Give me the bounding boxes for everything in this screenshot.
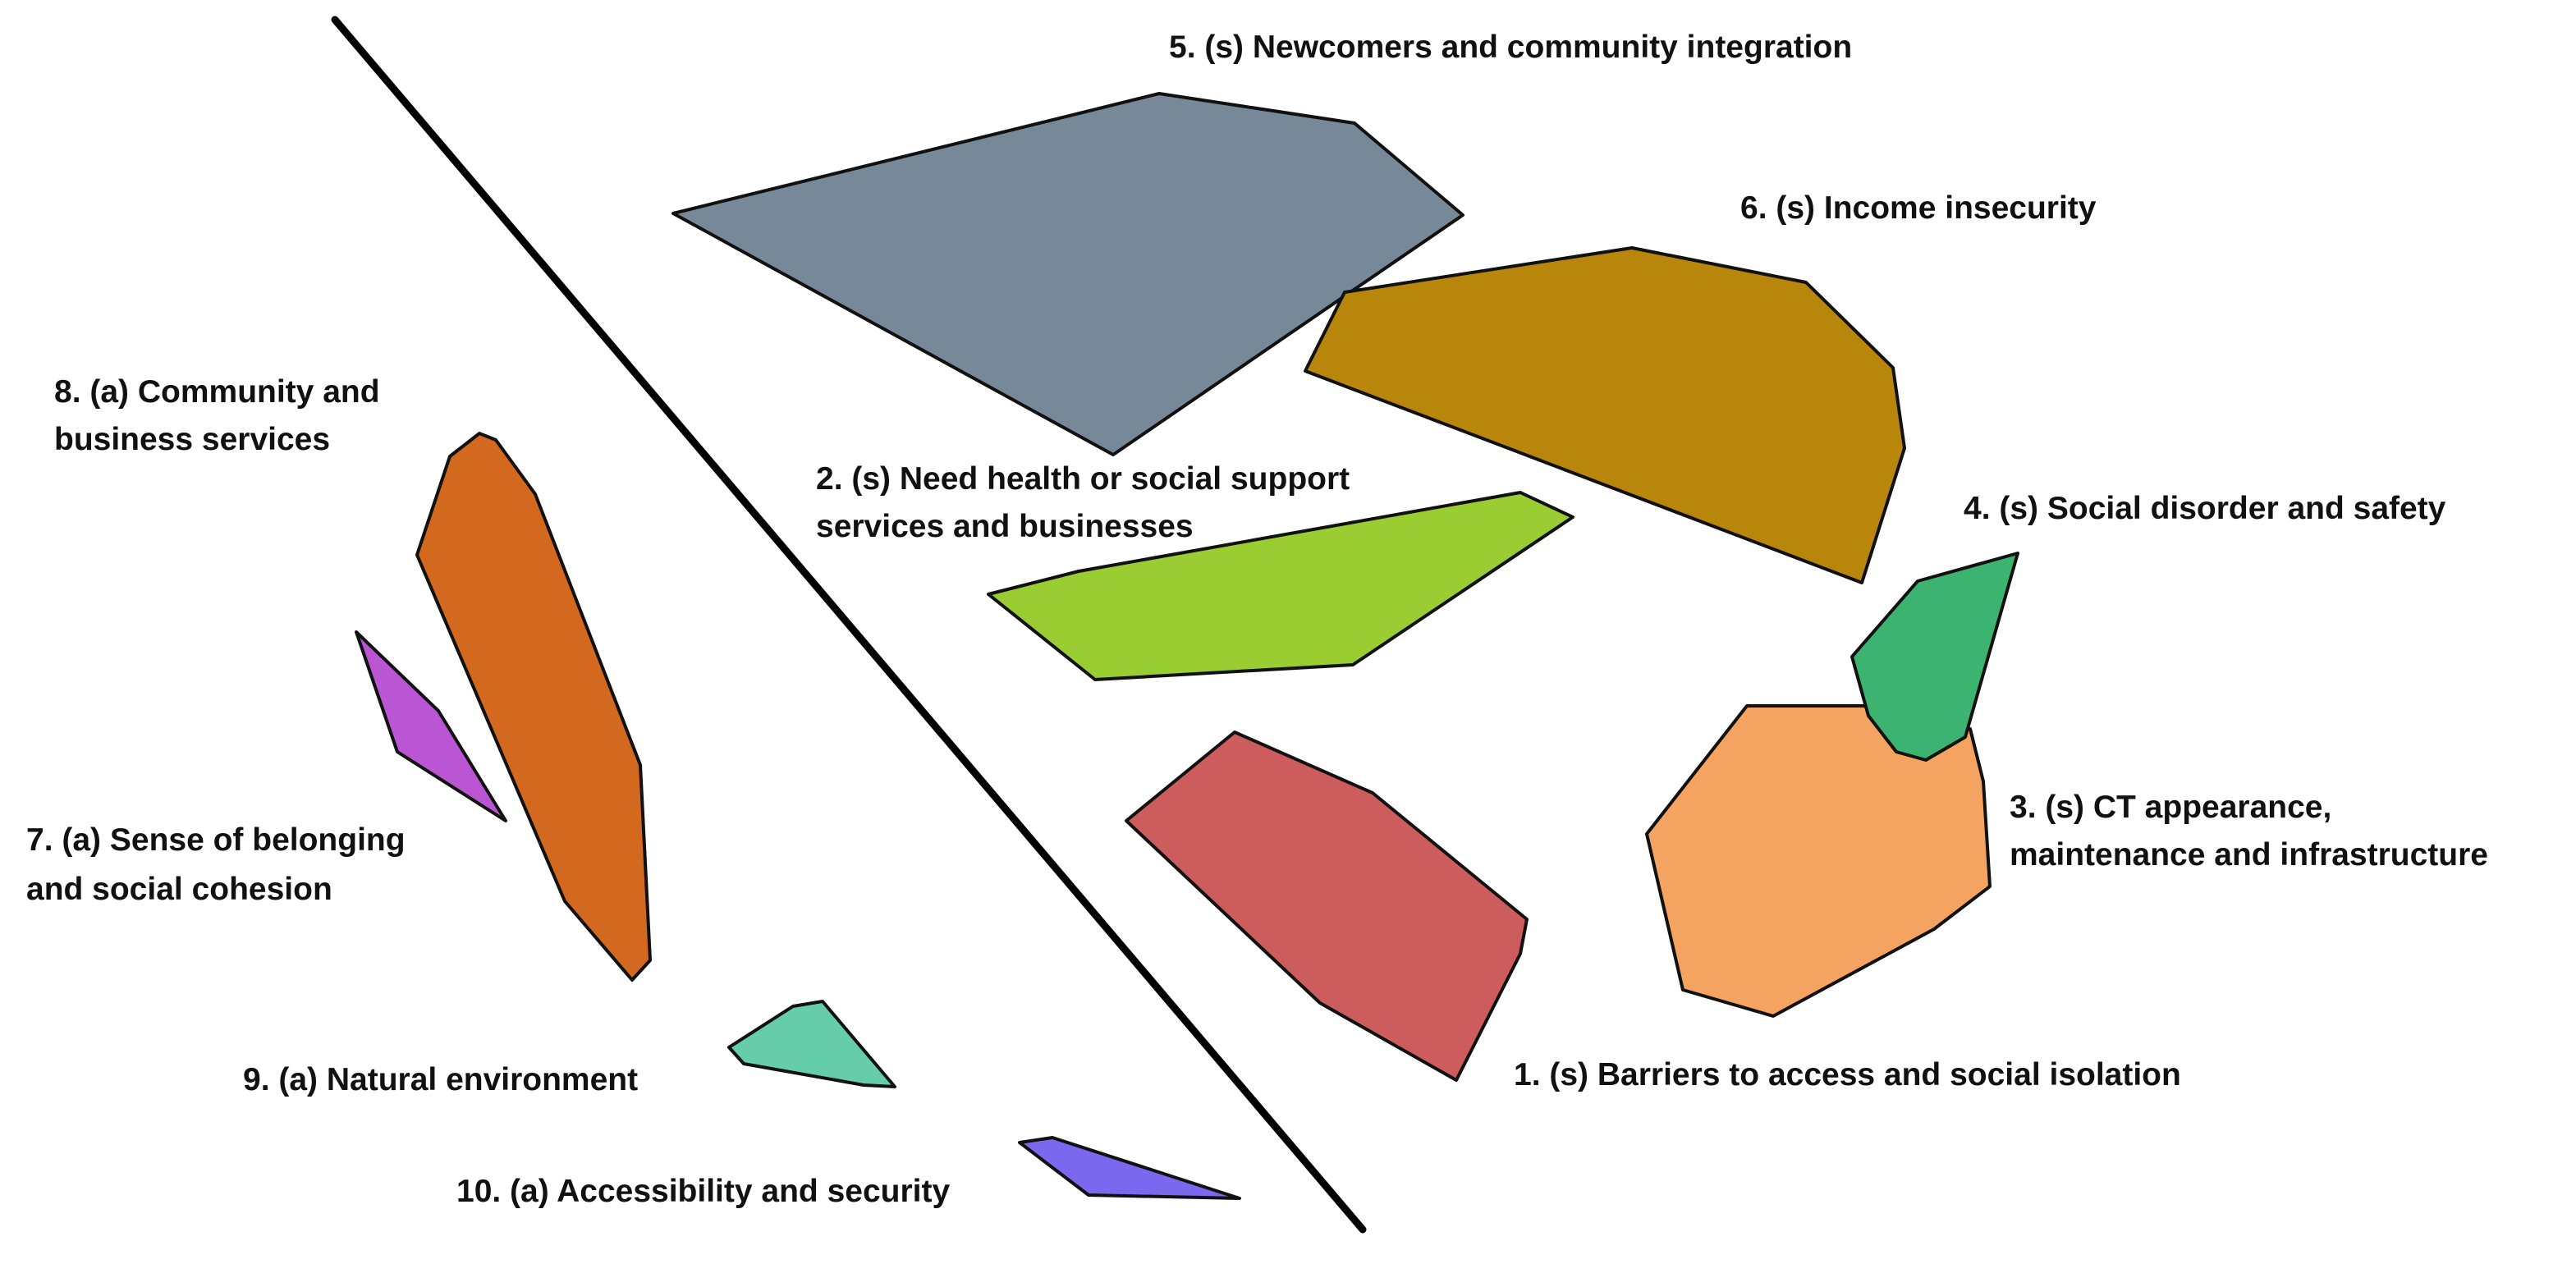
- cluster-3-shape[interactable]: [1645, 704, 1992, 1018]
- cluster-3-label-line-1: 3. (s) CT appearance,: [2010, 790, 2331, 825]
- cluster-2-label-line-1: 2. (s) Need health or social support: [816, 461, 1350, 497]
- cluster-5-shape[interactable]: [672, 92, 1464, 456]
- cluster-9-label-line: 9. (a) Natural environment: [243, 1062, 638, 1097]
- cluster-10-shape[interactable]: [1018, 1136, 1241, 1200]
- cluster-9-label: 9. (a) Natural environment: [243, 1062, 638, 1097]
- cluster-10-label: 10. (a) Accessibility and security: [456, 1174, 950, 1209]
- cluster-4-label: 4. (s) Social disorder and safety: [1964, 491, 2446, 526]
- cluster-5-label: 5. (s) Newcomers and community integrati…: [1169, 30, 1852, 65]
- cluster-3-label: 3. (s) CT appearance, maintenance and in…: [2010, 790, 2488, 872]
- cluster-7-label-line-1: 7. (a) Sense of belonging: [26, 822, 406, 858]
- cluster-6-shape[interactable]: [1304, 246, 1906, 584]
- cluster-7-label: 7. (a) Sense of belonging and social coh…: [26, 822, 414, 907]
- cluster-shapes: [355, 92, 2019, 1200]
- cluster-2-label-line-2: services and businesses: [816, 509, 1194, 544]
- cluster-8-label-line-1: 8. (a) Community and: [54, 374, 380, 410]
- cluster-5-label-line: 5. (s) Newcomers and community integrati…: [1169, 30, 1852, 65]
- cluster-4-label-line: 4. (s) Social disorder and safety: [1964, 491, 2446, 526]
- cluster-1-label: 1. (s) Barriers to access and social iso…: [1514, 1057, 2181, 1092]
- cluster-1-label-line: 1. (s) Barriers to access and social iso…: [1514, 1057, 2181, 1092]
- cluster-7-label-line-2: and social cohesion: [26, 872, 332, 907]
- cluster-7-shape[interactable]: [355, 630, 507, 822]
- cluster-6-label-line: 6. (s) Income insecurity: [1740, 190, 2097, 226]
- cluster-8-label: 8. (a) Community and business services: [54, 374, 388, 457]
- cluster-1-shape[interactable]: [1125, 730, 1529, 1082]
- cluster-3-label-line-2: maintenance and infrastructure: [2010, 837, 2488, 872]
- cluster-labels: 5. (s) Newcomers and community integrati…: [26, 30, 2488, 1209]
- cluster-8-shape[interactable]: [415, 432, 652, 982]
- cluster-10-label-line: 10. (a) Accessibility and security: [456, 1174, 950, 1209]
- cluster-6-label: 6. (s) Income insecurity: [1740, 190, 2097, 226]
- cluster-9-shape[interactable]: [727, 1000, 896, 1088]
- cluster-8-label-line-2: business services: [54, 422, 330, 457]
- cluster-2-label: 2. (s) Need health or social support ser…: [816, 461, 1359, 544]
- cluster-4-shape[interactable]: [1850, 552, 2019, 762]
- divider-line: [331, 16, 1367, 1234]
- cluster-2-shape[interactable]: [987, 491, 1574, 681]
